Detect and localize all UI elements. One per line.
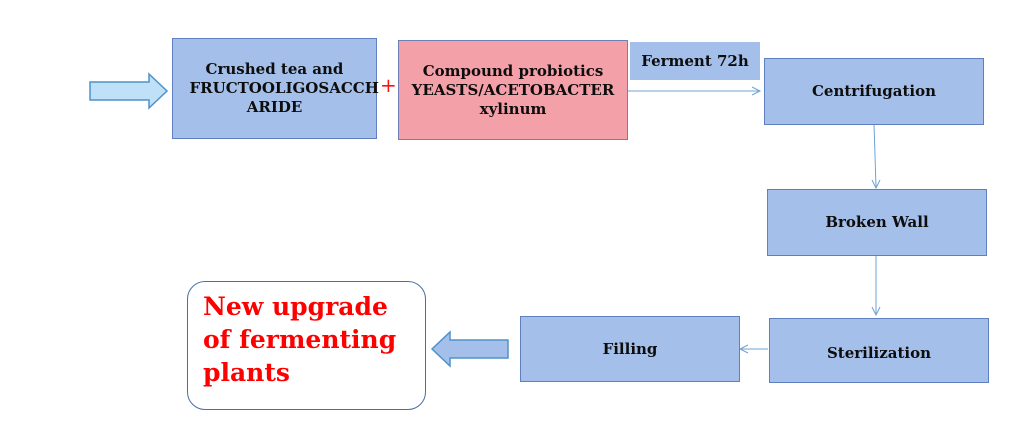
sterilization-box: Sterilization — [769, 318, 989, 383]
ferment-label-box: Ferment 72h — [630, 42, 760, 80]
crushed-tea-label: Crushed tea and FRUCTOOLIGOSACCH ARIDE — [189, 60, 379, 116]
broken-wall-box: Broken Wall — [767, 189, 987, 256]
filling-box: Filling — [520, 316, 740, 382]
final-result-box: New upgrade of fermenting plants — [187, 281, 426, 410]
centrifugation-label: Centrifugation — [811, 82, 937, 100]
ferment-label: Ferment 72h — [641, 51, 749, 70]
crushed-tea-box: Crushed tea and FRUCTOOLIGOSACCH ARIDE — [172, 38, 379, 139]
sterilization-label: Sterilization — [826, 344, 932, 362]
probiotics-box: Compound probiotics YEASTS/ACETOBACTER x… — [398, 40, 628, 140]
probiotics-label: Compound probiotics YEASTS/ACETOBACTER x… — [411, 61, 615, 118]
filling-label: Filling — [602, 339, 658, 358]
broken-wall-label: Broken Wall — [825, 213, 929, 231]
output-block-arrow — [430, 330, 509, 368]
plus-sign: + — [380, 73, 397, 97]
final-result-label: New upgrade of fermenting plants — [203, 292, 397, 387]
input-block-arrow — [89, 72, 169, 110]
centrifugation-box: Centrifugation — [764, 58, 984, 125]
centrifugation-to-broken-wall-arrow — [873, 123, 877, 188]
